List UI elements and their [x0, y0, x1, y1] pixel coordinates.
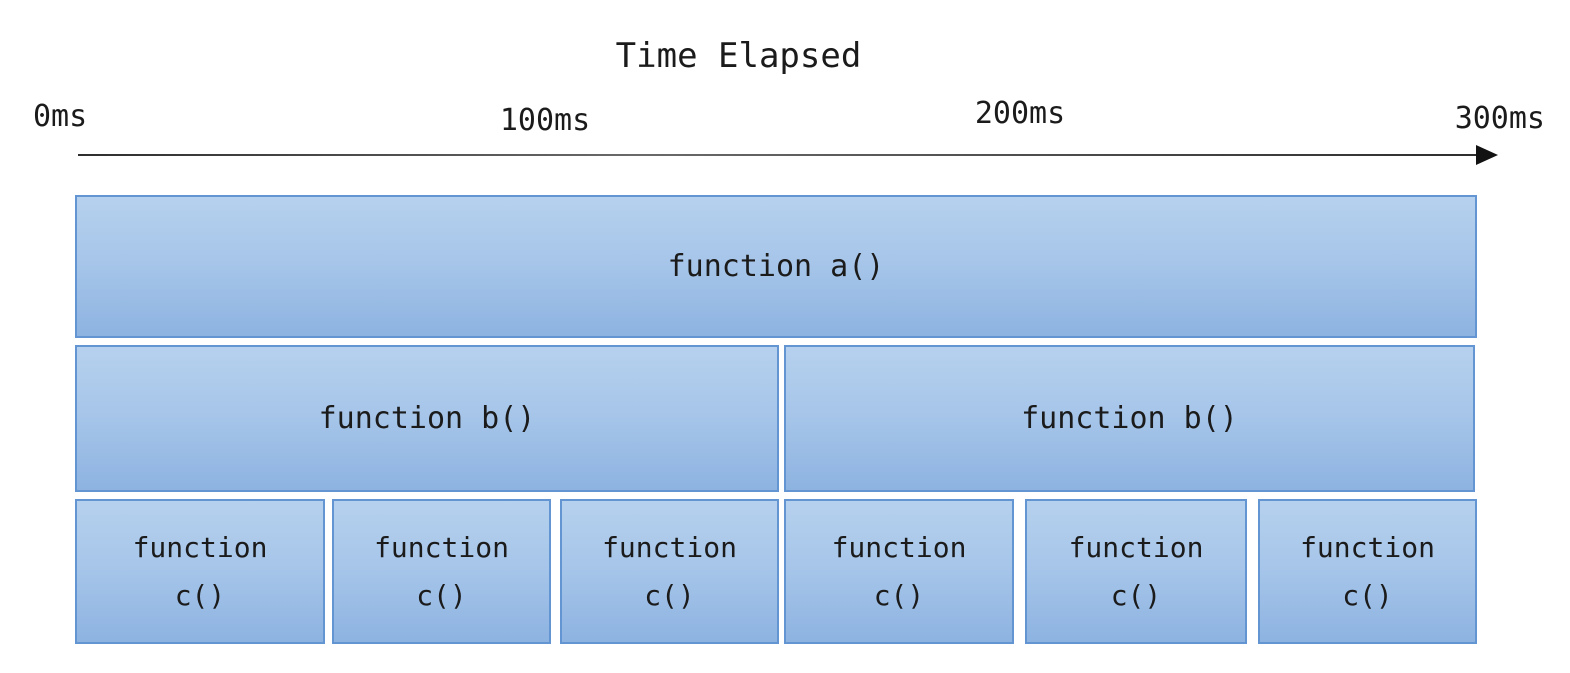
frame-function-c-3: function c(): [560, 499, 779, 644]
axis-tick-200ms: 200ms: [974, 96, 1066, 131]
frame-function-c-4: function c(): [784, 499, 1014, 644]
chart-title: Time Elapsed: [615, 36, 862, 76]
frame-function-b-1: function b(): [75, 345, 779, 492]
axis-tick-0ms: 0ms: [33, 99, 88, 134]
frame-function-c-1: function c(): [75, 499, 325, 644]
frame-label: function: [602, 530, 737, 564]
frame-label: c(): [1110, 578, 1162, 612]
frame-function-b-2: function b(): [784, 345, 1475, 492]
axis-arrowhead-icon: [1476, 145, 1498, 165]
frame-label: function b(): [318, 401, 536, 436]
frame-label: function: [831, 530, 967, 564]
frame-function-a: function a(): [75, 195, 1477, 338]
frame-label: c(): [416, 578, 467, 612]
axis-tick-300ms: 300ms: [1454, 101, 1545, 136]
frame-label: function: [1068, 530, 1204, 564]
frame-function-c-6: function c(): [1258, 499, 1477, 644]
frame-label: c(): [174, 578, 226, 612]
frame-label: c(): [873, 578, 925, 612]
frame-label: function b(): [1021, 401, 1238, 436]
axis-line: [78, 154, 1478, 156]
axis-tick-100ms: 100ms: [499, 103, 591, 138]
frame-function-c-5: function c(): [1025, 499, 1247, 644]
frame-label: c(): [1342, 578, 1393, 612]
frame-label: function: [1300, 530, 1435, 564]
frame-label: function a(): [667, 249, 885, 284]
frame-label: function: [132, 530, 268, 564]
frame-label: c(): [644, 578, 695, 612]
frame-function-c-2: function c(): [332, 499, 551, 644]
frame-label: function: [374, 530, 509, 564]
